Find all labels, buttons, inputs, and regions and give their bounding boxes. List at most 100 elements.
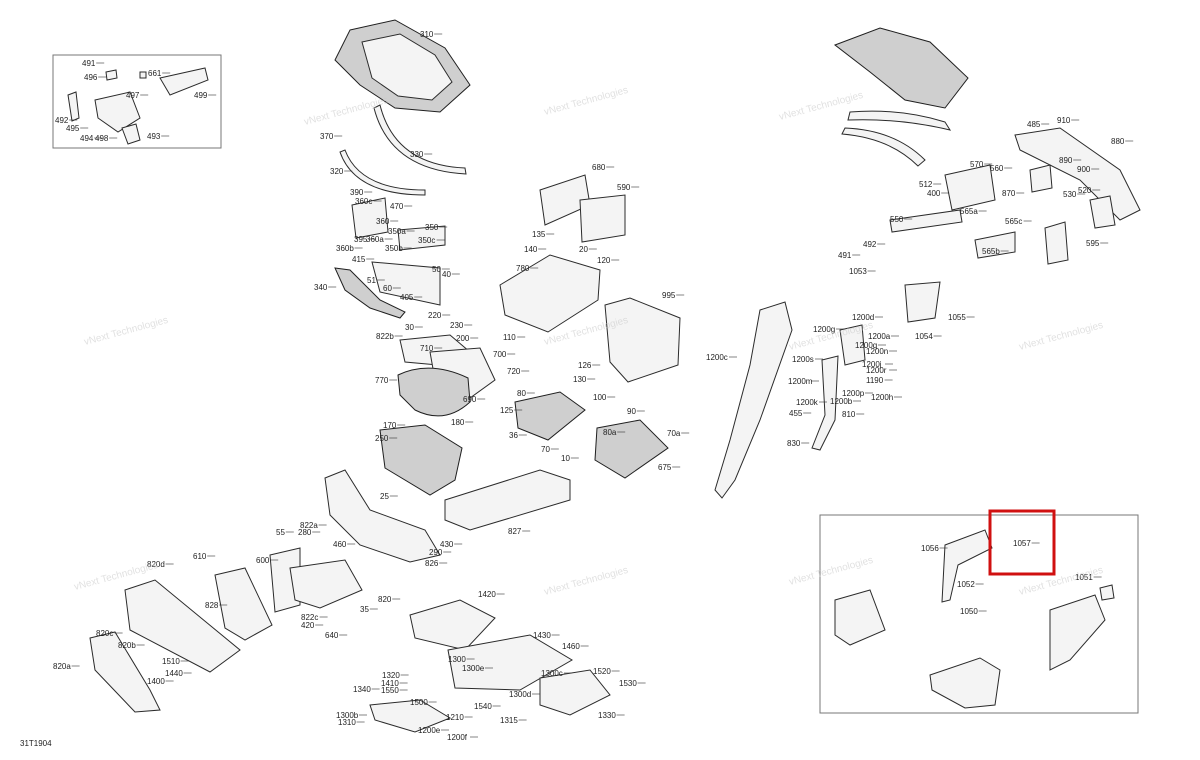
dash-brackets bbox=[397, 334, 496, 417]
callout-label: 200 bbox=[456, 334, 470, 343]
callout-label: 360b bbox=[336, 244, 354, 253]
callout-label: 491 bbox=[82, 59, 96, 68]
callout-label: 493 bbox=[147, 132, 161, 141]
callout-label: 1190 bbox=[866, 376, 884, 385]
callout-label: 1200s bbox=[792, 355, 814, 364]
callout-label: 910 bbox=[1057, 116, 1071, 125]
callout-label: 80a bbox=[603, 428, 617, 437]
callout-label: 130 bbox=[573, 375, 587, 384]
callout-label: 35 bbox=[360, 605, 369, 614]
watermark-text: vNext Technologies bbox=[1018, 320, 1104, 353]
watermark-text: vNext Technologies bbox=[543, 85, 629, 118]
callout-label: 600 bbox=[256, 556, 270, 565]
callout-label: 350b bbox=[385, 244, 403, 253]
callout-label: 60 bbox=[383, 284, 392, 293]
callout-label: 1200h bbox=[871, 393, 893, 402]
inset-small-brackets bbox=[67, 67, 209, 145]
callout-label: 80 bbox=[517, 389, 526, 398]
callout-label: 900 bbox=[1077, 165, 1091, 174]
callout-label: 995 bbox=[662, 291, 676, 300]
storage-box bbox=[499, 174, 681, 383]
callout-label: 1510 bbox=[162, 657, 180, 666]
callout-label: 512 bbox=[919, 180, 933, 189]
callout-label: 1050 bbox=[960, 607, 978, 616]
callout-label: 1500 bbox=[410, 698, 428, 707]
callout-label: 1056 bbox=[921, 544, 939, 553]
rear-rack-right bbox=[833, 27, 969, 167]
front-grille bbox=[214, 547, 363, 641]
callout-label: 70 bbox=[541, 445, 550, 454]
callout-label: 822c bbox=[301, 613, 318, 622]
callout-label: 1200f bbox=[447, 733, 468, 742]
callout-label: 530 bbox=[1063, 190, 1077, 199]
callout-label: 125 bbox=[500, 406, 514, 415]
top-left-inset-frame bbox=[52, 54, 222, 149]
callout-label: 826 bbox=[425, 559, 439, 568]
callout-label: 470 bbox=[390, 202, 404, 211]
callout-label: 870 bbox=[1002, 189, 1016, 198]
floor-panels bbox=[444, 391, 669, 531]
callout-label: 1400 bbox=[147, 677, 165, 686]
callout-label: 1051 bbox=[1075, 573, 1093, 582]
callout-label: 496 bbox=[84, 73, 98, 82]
callout-label: 1052 bbox=[957, 580, 975, 589]
callout-label: 770 bbox=[375, 376, 389, 385]
callout-label: 820b bbox=[118, 641, 136, 650]
callout-label: 415 bbox=[352, 255, 366, 264]
callout-label: 565c bbox=[1005, 217, 1022, 226]
callout-label: 390 bbox=[350, 188, 364, 197]
callout-label: 1300d bbox=[509, 690, 531, 699]
watermark-text: vNext Technologies bbox=[83, 315, 169, 348]
callout-label: 10 bbox=[561, 454, 570, 463]
callout-label: 20 bbox=[579, 245, 588, 254]
side-fenders bbox=[324, 424, 463, 563]
callout-label: 350 bbox=[425, 223, 439, 232]
callout-label: 1460 bbox=[562, 642, 580, 651]
callout-label: 610 bbox=[193, 552, 207, 561]
callout-label: 330 bbox=[410, 150, 424, 159]
steering-assembly bbox=[811, 281, 941, 451]
right-brackets bbox=[889, 127, 1141, 265]
callout-label: 1210 bbox=[446, 713, 464, 722]
callout-label: 822b bbox=[376, 332, 394, 341]
callout-label: 1300e bbox=[462, 664, 485, 673]
callout-label: 1055 bbox=[948, 313, 966, 322]
callout-label: 140 bbox=[524, 245, 538, 254]
callout-label: 310 bbox=[420, 30, 434, 39]
callout-label: 492 bbox=[55, 116, 69, 125]
callout-label: 340 bbox=[314, 283, 328, 292]
callout-label: 1200n bbox=[866, 347, 888, 356]
callout-label: 460 bbox=[333, 540, 347, 549]
callout-label: 830 bbox=[787, 439, 801, 448]
callout-label: 1200q bbox=[855, 341, 877, 350]
callout-label: 570 bbox=[970, 160, 984, 169]
inset-panels bbox=[834, 529, 1115, 709]
callout-label: 320 bbox=[330, 167, 344, 176]
callout-label: 710 bbox=[420, 344, 434, 353]
callout-label: 495 bbox=[66, 124, 80, 133]
long-side-panel bbox=[714, 301, 793, 499]
callout-label: 350c bbox=[418, 236, 435, 245]
callout-label: 1410 bbox=[381, 679, 399, 688]
callout-label: 220 bbox=[428, 311, 442, 320]
callout-label: 1520 bbox=[593, 667, 611, 676]
callout-label: 1320 bbox=[382, 671, 400, 680]
callout-label: 520 bbox=[1078, 186, 1092, 195]
callout-label: 820d bbox=[147, 560, 165, 569]
callout-label: 820a bbox=[53, 662, 71, 671]
bottom-right-inset-frame bbox=[819, 514, 1139, 714]
callout-label: 690 bbox=[463, 395, 477, 404]
callout-label: 1200e bbox=[418, 726, 441, 735]
callout-label: 360a bbox=[366, 235, 384, 244]
callout-label: 360c bbox=[355, 197, 372, 206]
watermarks: vNext Technologies vNext Technologies vNex… bbox=[73, 85, 1104, 598]
callout-label: 595 bbox=[1086, 239, 1100, 248]
callout-label: 1057 bbox=[1013, 539, 1031, 548]
callout-label: 110 bbox=[503, 333, 516, 342]
callout-label: 1200m bbox=[788, 377, 813, 386]
callout-label: 700 bbox=[493, 350, 507, 359]
front-support-brackets bbox=[334, 197, 446, 319]
callout-label: 455 bbox=[789, 409, 803, 418]
callout-label: 400 bbox=[927, 189, 941, 198]
